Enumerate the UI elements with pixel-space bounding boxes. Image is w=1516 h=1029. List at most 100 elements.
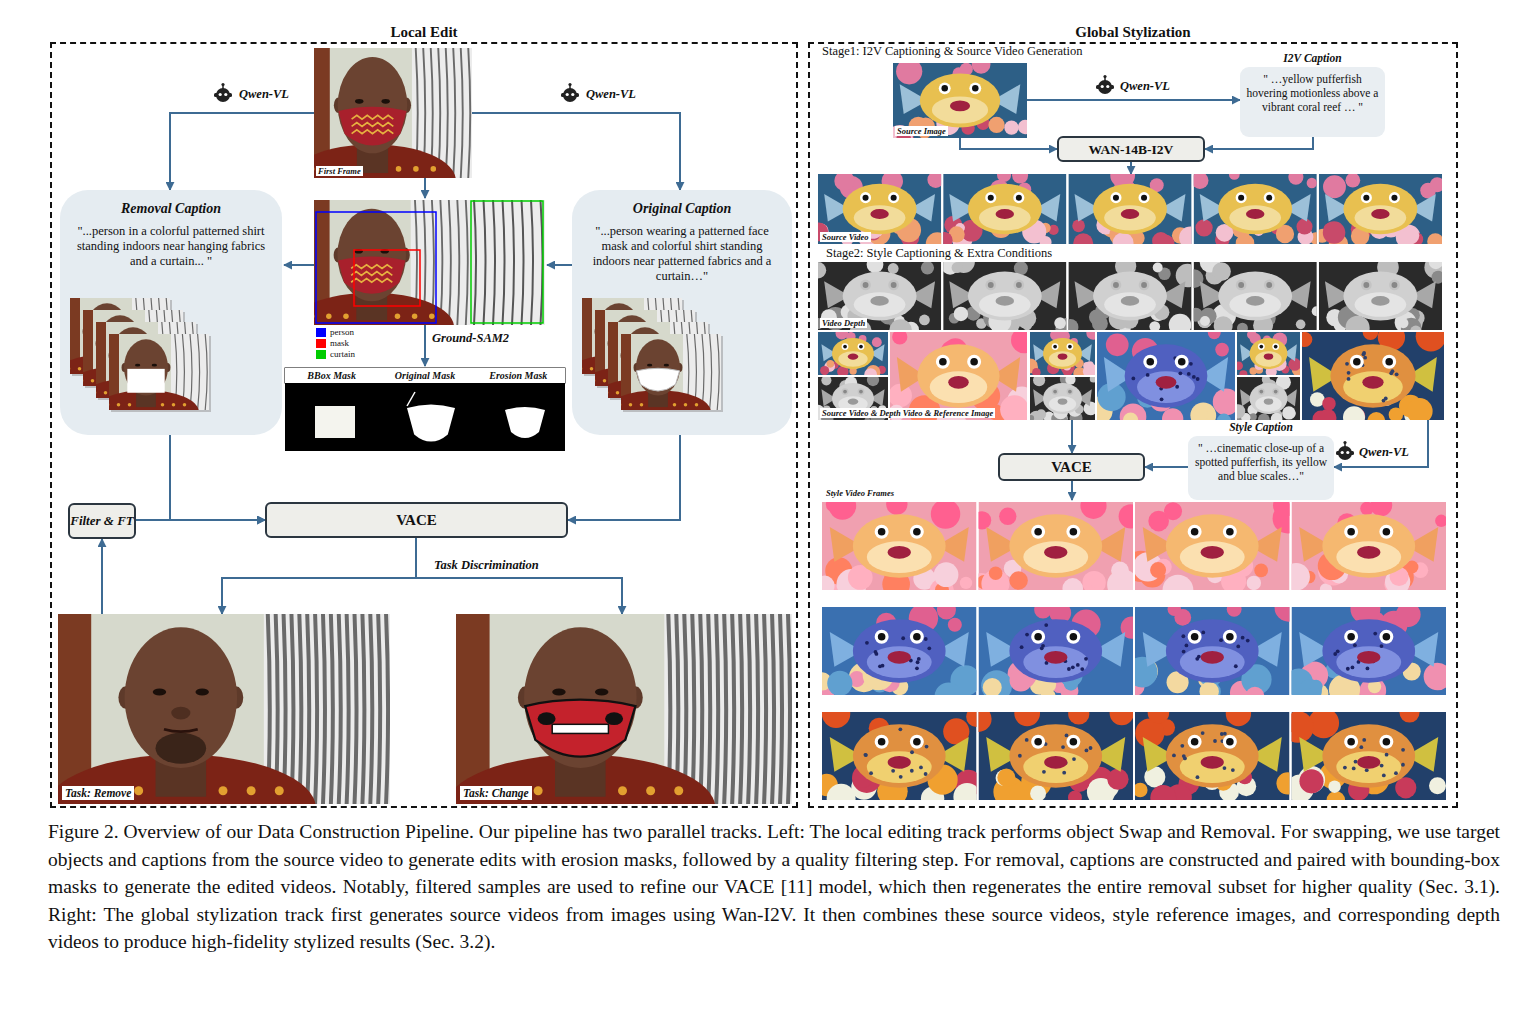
fish-spot xyxy=(1382,774,1386,778)
fish-spot xyxy=(1172,753,1176,757)
fish-pupil xyxy=(913,633,921,641)
illustration-group xyxy=(813,492,1451,813)
fish-body xyxy=(843,272,917,321)
water xyxy=(1319,174,1442,244)
mask-string xyxy=(407,392,415,406)
fish-body xyxy=(1166,724,1259,787)
fish-pupil xyxy=(1347,633,1355,641)
fish-pupil xyxy=(1068,390,1072,394)
coral xyxy=(1435,515,1446,527)
fish-spot xyxy=(1041,644,1045,648)
coral xyxy=(988,117,1004,133)
fish-spot xyxy=(1213,739,1217,743)
clipped-image xyxy=(943,262,1066,330)
flow-arrow xyxy=(416,538,622,614)
fish-spot xyxy=(1089,746,1093,750)
edge-label: Qwen-VL xyxy=(1118,79,1172,94)
fish-mouth xyxy=(1201,651,1224,664)
shirt-pattern xyxy=(621,403,622,407)
fish-eye xyxy=(1379,525,1393,539)
robot-eye xyxy=(566,93,569,96)
robot-antenna-tip xyxy=(568,83,571,86)
curtain-fold xyxy=(474,200,476,325)
coral xyxy=(827,784,856,800)
coral xyxy=(1068,712,1089,725)
shirt-pattern xyxy=(640,403,644,407)
fish-eye xyxy=(1236,192,1247,203)
face-mask xyxy=(525,700,635,757)
shirt-pattern xyxy=(343,314,348,319)
coral xyxy=(1012,174,1028,184)
eye xyxy=(135,364,140,367)
fish-spot xyxy=(1345,362,1349,366)
legend-swatch xyxy=(316,339,326,348)
fish-spot xyxy=(924,772,928,776)
fish-body xyxy=(1330,344,1415,407)
fish-pupil xyxy=(1191,633,1199,641)
fish-pupil xyxy=(913,528,921,536)
fish-mouth xyxy=(870,209,888,219)
coral xyxy=(1424,663,1446,691)
clipped-image xyxy=(1237,332,1300,375)
fish-eye xyxy=(1139,192,1150,203)
coral xyxy=(1194,174,1209,189)
clipped-image xyxy=(1194,174,1317,244)
image-label: First Frame xyxy=(316,166,363,176)
coral xyxy=(1310,680,1323,693)
fish-pupil xyxy=(972,85,978,91)
clipped-image xyxy=(1068,262,1191,330)
fish-spot xyxy=(869,771,873,775)
clipped-image xyxy=(818,262,941,330)
mask-pattern xyxy=(352,123,394,127)
nose xyxy=(171,707,190,720)
process-box: WAN-14B-I2V xyxy=(1057,136,1205,162)
curtain-fold xyxy=(692,614,694,804)
coral xyxy=(1014,712,1040,726)
shirt-pattern xyxy=(395,314,400,319)
clipped-image xyxy=(979,607,1134,695)
fish-eye xyxy=(1067,388,1074,395)
fish-eye xyxy=(1223,735,1237,749)
clipped-image xyxy=(1292,607,1447,695)
fish-spot xyxy=(1366,667,1370,671)
shirt-pattern xyxy=(646,786,655,795)
fish-spot xyxy=(1185,644,1189,648)
coral xyxy=(1322,397,1335,410)
coral xyxy=(827,671,852,695)
clipped-image xyxy=(1237,377,1300,420)
flow-arrow xyxy=(170,435,265,520)
clipped-image xyxy=(314,200,470,325)
fish-eye xyxy=(1188,735,1202,749)
robot-antenna-tip xyxy=(1343,441,1346,444)
fish-spot xyxy=(1343,766,1347,770)
curtain xyxy=(470,200,545,325)
dashed-panel: Global StylizationSource ImageI2V Captio… xyxy=(808,42,1458,808)
coral xyxy=(1119,504,1133,528)
coral xyxy=(1432,271,1442,284)
shirt-pattern xyxy=(314,314,315,319)
fish-eye xyxy=(910,630,924,644)
illustration xyxy=(285,368,565,511)
legend-text: mask xyxy=(330,338,349,349)
fish-belly xyxy=(1049,396,1076,411)
fish-spot xyxy=(1067,667,1071,671)
coral xyxy=(1239,370,1247,375)
fish-spot xyxy=(924,637,928,641)
fish-body xyxy=(1093,184,1167,234)
coral xyxy=(1296,219,1312,235)
fish-spot xyxy=(1347,371,1351,375)
dashed-panel: Local EditFirst FrameRemoval Caption"...… xyxy=(50,42,798,808)
caption-quote: " …yellow pufferfish hovering motionless… xyxy=(1246,72,1379,114)
coral xyxy=(1299,769,1323,793)
caption-heading: Removal Caption xyxy=(72,200,270,218)
fish-mouth xyxy=(1264,399,1273,405)
image-label: Style Video Frames xyxy=(824,488,896,498)
curtain-fold xyxy=(724,614,726,804)
coral xyxy=(889,319,912,330)
fish-spot xyxy=(1354,760,1358,764)
fish-pupil xyxy=(1053,390,1057,394)
head xyxy=(524,627,636,768)
shirt-pattern xyxy=(161,403,165,407)
curtain-fold xyxy=(378,614,380,804)
clipped-image xyxy=(1135,712,1290,800)
